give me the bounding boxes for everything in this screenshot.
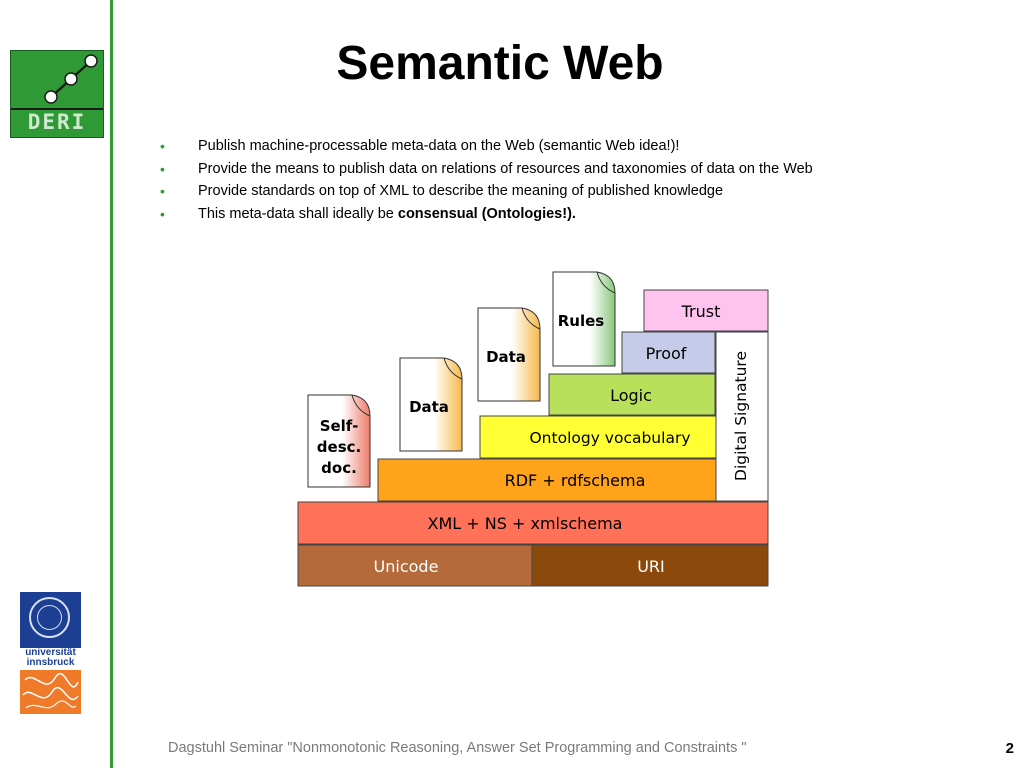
layer-uri-label: URI — [637, 557, 665, 576]
layer-ontology — [479, 415, 717, 459]
layer-digital-signature-label: Digital Signature — [732, 351, 750, 481]
bullet-item: Provide the means to publish data on rel… — [160, 160, 813, 183]
deri-logo-text: DERI — [27, 110, 87, 134]
layer-rdf-label: RDF + rdfschema — [505, 471, 646, 490]
bullet-list: Publish machine-processable meta-data on… — [160, 137, 813, 227]
layer-trust-label: Trust — [681, 302, 721, 321]
layer-unicode-label: Unicode — [374, 557, 439, 576]
layer-ontology-label: Ontology vocabulary — [529, 429, 690, 447]
university-pattern-icon — [20, 670, 81, 714]
slide-title: Semantic Web — [336, 37, 664, 90]
layer-logic-label: Logic — [610, 386, 652, 405]
bullet-item: Publish machine-processable meta-data on… — [160, 137, 813, 160]
doc-rules: Rules — [552, 271, 616, 367]
layer-digital-signature — [715, 331, 769, 502]
layer-uri — [531, 544, 769, 587]
university-name: universität innsbruck — [20, 648, 81, 670]
layer-logic — [548, 373, 716, 416]
deri-logo: DERI — [10, 50, 104, 138]
layer-proof-label: Proof — [646, 344, 687, 363]
svg-text:Self-: Self- — [320, 417, 359, 435]
deri-node-graph-icon — [44, 54, 98, 104]
university-seal-icon — [20, 592, 81, 651]
svg-text:Data: Data — [486, 348, 526, 366]
layer-rdf — [377, 458, 717, 502]
svg-text:Data: Data — [409, 398, 449, 416]
svg-text:Rules: Rules — [558, 312, 605, 330]
university-innsbruck-logo: universität innsbruck — [20, 592, 81, 714]
doc-self-described: Self- desc. doc. — [307, 394, 371, 488]
layer-unicode — [297, 544, 533, 587]
doc-data-1: Data — [399, 357, 463, 452]
doc-data-2: Data — [477, 307, 541, 402]
svg-text:desc.: desc. — [317, 438, 361, 456]
svg-text:doc.: doc. — [321, 459, 357, 477]
layer-xml — [297, 501, 769, 545]
footer-text: Dagstuhl Seminar "Nonmonotonic Reasoning… — [168, 740, 747, 756]
bullet-item: Provide standards on top of XML to descr… — [160, 182, 813, 205]
green-divider-line — [110, 0, 113, 768]
bullet-item: This meta-data shall ideally be consensu… — [160, 205, 813, 228]
layer-proof — [621, 331, 716, 374]
layer-trust — [643, 289, 769, 332]
layer-xml-label: XML + NS + xmlschema — [428, 514, 623, 533]
page-number: 2 — [1005, 740, 1014, 757]
